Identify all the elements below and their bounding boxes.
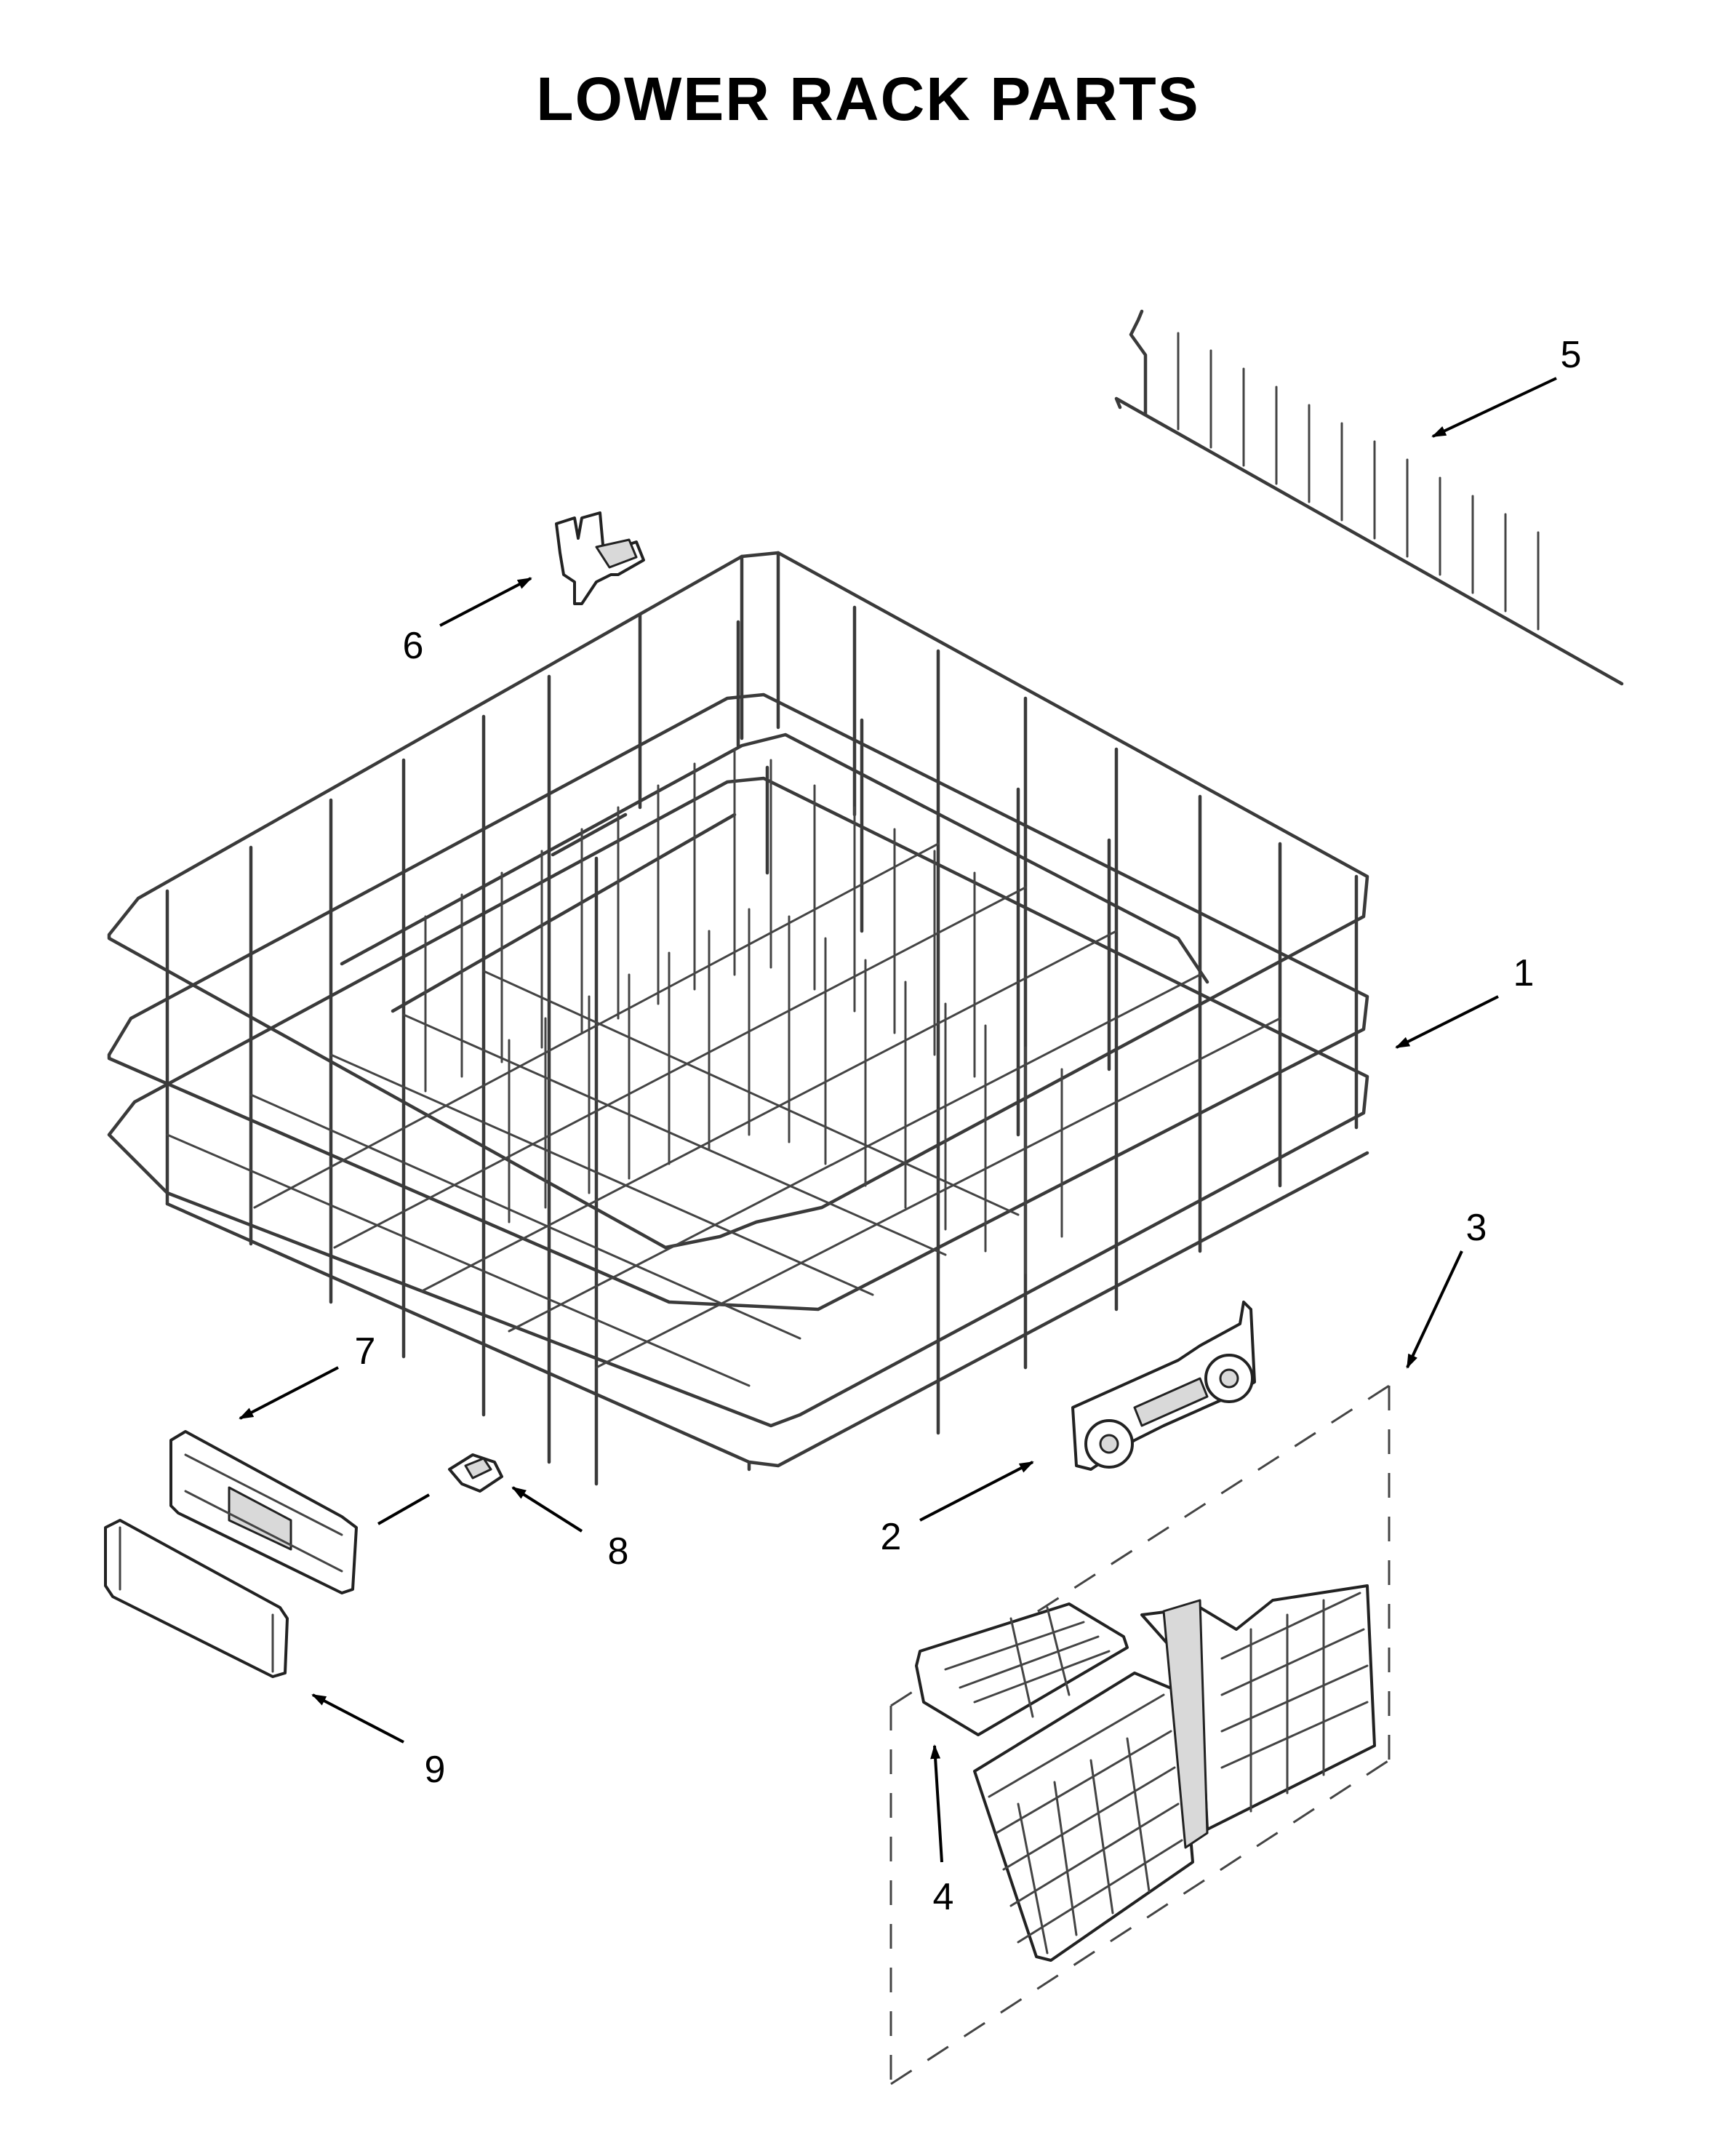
page-title: LOWER RACK PARTS [536,65,1200,133]
basket-lid-part [915,1602,1129,1736]
tine-row-part [1114,309,1624,686]
rack-lower-rim [107,776,1369,1428]
rack-tines [424,748,1063,1274]
arrow-9 [311,1693,404,1744]
rack-top-rim [107,551,1369,1250]
rack-posts-left [165,674,599,1486]
rack-bottom-rim [165,1151,1369,1472]
callout-6: 6 [403,625,424,667]
rack-posts-right [776,551,1359,1435]
arrow-7-link [377,1493,430,1525]
callout-2: 2 [881,1516,902,1558]
callout-5: 5 [1561,334,1582,376]
rack-clip-part [555,511,645,605]
tine-row-tines [1177,332,1540,631]
arrow-5 [1431,377,1557,438]
rack-posts-back [638,554,1111,1137]
arrow-6 [439,577,532,627]
tine-row-hook [1129,309,1148,417]
lower-rack-basket [107,551,1369,1486]
arrow-3 [1406,1250,1463,1369]
arrow-4 [930,1744,943,1863]
callout-9: 9 [425,1749,446,1791]
callout-7: 7 [355,1330,376,1373]
leader-arrows [239,377,1557,1863]
cover-part [104,1519,289,1678]
group-outline-bottom [890,1759,1390,2085]
basket-mesh [988,1592,1369,1955]
screw-part [448,1453,503,1493]
callout-3: 3 [1466,1207,1487,1249]
silverware-basket-part [973,1584,1376,1962]
rack-middle-rim [107,692,1369,1311]
tine-row-base [1114,396,1624,686]
arrow-1 [1395,995,1499,1049]
arrow-8 [511,1486,583,1533]
callout-labels: 1 2 3 4 5 6 7 8 9 [355,334,1582,1918]
rack-inner-frame [340,732,1209,1013]
arrow-7 [239,1366,339,1420]
bracket-part [169,1430,358,1594]
callout-1: 1 [1513,952,1535,994]
rack-bottom-grid [166,842,1281,1387]
callout-4: 4 [933,1876,954,1918]
arrow-2 [919,1461,1034,1522]
callout-8: 8 [608,1530,629,1573]
wheel-assembly-part [1071,1301,1256,1471]
